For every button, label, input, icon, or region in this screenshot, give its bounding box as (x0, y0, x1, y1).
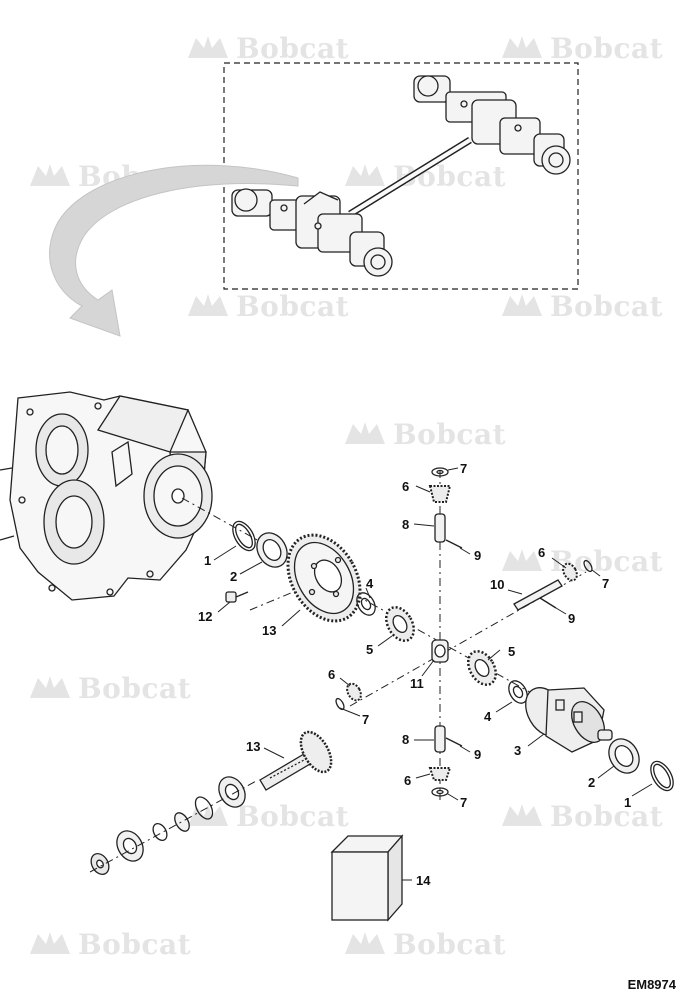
snap-ring-1-right (650, 760, 674, 792)
bearing-2-left (256, 532, 288, 568)
callout-8: 8 (402, 517, 410, 532)
callout-1: 1 (204, 553, 212, 568)
washer-7-top (431, 467, 449, 477)
pinion-bearing-outer (218, 776, 246, 808)
callout-6: 6 (328, 667, 336, 682)
kit-box-14 (330, 834, 404, 922)
washer-7-bottom (431, 787, 449, 797)
bobcat-watermark: Bobcat (28, 928, 191, 961)
callout-9: 9 (474, 747, 482, 762)
callout-4: 4 (484, 709, 492, 724)
callout-7: 7 (460, 461, 468, 476)
leader-lines (213, 467, 653, 881)
bobcat-watermark: Bobcat (186, 800, 349, 833)
bobcat-watermark: Bobcat (343, 418, 506, 451)
bobcat-watermark: Bobcat (186, 290, 349, 323)
snap-ring-1-left (232, 520, 256, 552)
drawing-code: EM8974 (627, 977, 676, 992)
callout-6: 6 (402, 479, 410, 494)
callout-11: 11 (410, 676, 424, 691)
washer-7-right (583, 559, 593, 573)
bobcat-watermark: Bobcat (343, 928, 506, 961)
pin-9-top (445, 539, 463, 549)
callout-7: 7 (460, 795, 468, 810)
pinion-small-ring (152, 822, 168, 842)
thrust-washer-4-left (356, 592, 376, 616)
spider-11 (431, 639, 449, 663)
axle-housing (0, 391, 213, 601)
side-gear-5-left (385, 606, 415, 642)
shaft-10 (513, 579, 563, 611)
callout-1: 1 (624, 795, 632, 810)
callout-2: 2 (588, 775, 596, 790)
thrust-washer-4-right (508, 680, 528, 704)
bobcat-watermark: Bobcat (500, 290, 663, 323)
pinion-shaft-8-top (434, 513, 446, 543)
callout-8: 8 (402, 732, 410, 747)
pinion-shim (174, 812, 190, 832)
bobcat-watermark: Bobcat (186, 32, 349, 65)
side-gear-5-right (467, 650, 497, 686)
callout-7: 7 (362, 712, 370, 727)
pinion-gear-6-top (428, 485, 452, 503)
callout-3: 3 (514, 743, 522, 758)
pinion-shaft-8-bottom (434, 725, 446, 753)
pinion-bearing-inner (116, 830, 144, 862)
pinion-nut (90, 853, 110, 875)
callout-13: 13 (262, 623, 277, 638)
pinion-gear-6-right (562, 562, 578, 582)
bobcat-watermark: Bobcat (500, 800, 663, 833)
callout-2: 2 (230, 569, 238, 584)
callout-6: 6 (404, 773, 412, 788)
callout-7: 7 (602, 576, 610, 591)
bolt-12 (225, 591, 249, 603)
callout-6: 6 (538, 545, 546, 560)
axle-assembly (231, 75, 571, 277)
washer-7-left (335, 697, 345, 711)
pinion-spacer-ring (194, 796, 214, 820)
bearing-2-right (608, 738, 640, 774)
callout-9: 9 (568, 611, 576, 626)
callout-13: 13 (246, 739, 261, 754)
callout-5: 5 (366, 642, 374, 657)
bobcat-watermark: Bobcat (28, 672, 191, 705)
pinion-gear-6-bottom (428, 767, 452, 781)
pin-9-right (539, 597, 557, 609)
callout-10: 10 (490, 577, 505, 592)
pin-9-bottom (445, 737, 463, 747)
pinion-gear-6-left (346, 682, 362, 702)
callout-14: 14 (416, 873, 431, 888)
drive-pinion-13 (259, 730, 333, 791)
bobcat-watermark: Bobcat (500, 32, 663, 65)
callout-5: 5 (508, 644, 516, 659)
pointer-arrow (49, 164, 299, 337)
differential-case-3 (525, 687, 613, 753)
callout-9: 9 (474, 548, 482, 563)
callout-12: 12 (198, 609, 213, 624)
bobcat-watermark: Bobcat (500, 545, 663, 578)
ring-gear-13 (286, 533, 362, 623)
callout-4: 4 (366, 576, 374, 591)
